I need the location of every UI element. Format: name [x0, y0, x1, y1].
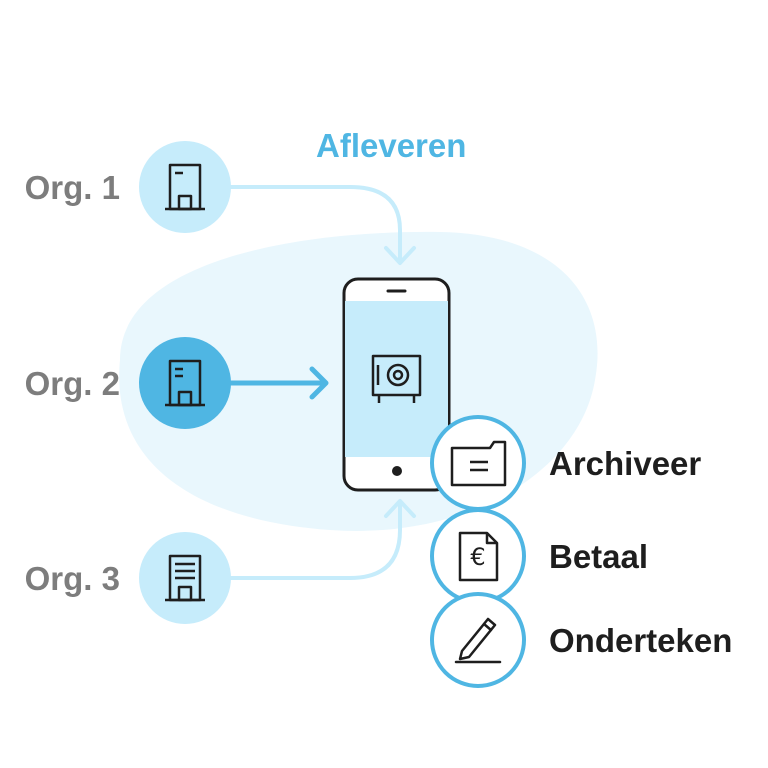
action-label-betaal: Betaal [549, 538, 649, 575]
arrowhead-right [309, 366, 329, 400]
action-label-archiveer: Archiveer [549, 445, 702, 482]
action-node-onderteken [430, 592, 526, 688]
safe-icon [371, 354, 422, 403]
building-icon [165, 554, 205, 602]
arrowhead-down [384, 246, 416, 265]
euro-document-icon [458, 531, 499, 582]
org-label-3: Org. 3 [24, 560, 120, 597]
euro-symbol: € [470, 543, 485, 571]
org-node-2 [139, 337, 231, 429]
org-node-3 [139, 532, 231, 624]
arrowhead-up [384, 499, 416, 518]
connector-org-1 [228, 185, 402, 264]
org-label-2: Org. 2 [24, 365, 120, 402]
org-label-1: Org. 1 [24, 169, 120, 206]
connector-org-3 [228, 500, 402, 580]
building-icon [165, 359, 205, 407]
deliver-label: Afleveren [316, 127, 467, 164]
phone [342, 277, 451, 492]
folder-icon [450, 440, 507, 487]
phone-home-button [392, 466, 402, 476]
action-label-onderteken: Onderteken [549, 622, 733, 659]
action-node-betaal: € [430, 508, 526, 604]
building-icon [165, 163, 205, 211]
pen-icon [454, 617, 502, 664]
org-node-1 [139, 141, 231, 233]
action-node-archiveer [430, 415, 526, 511]
